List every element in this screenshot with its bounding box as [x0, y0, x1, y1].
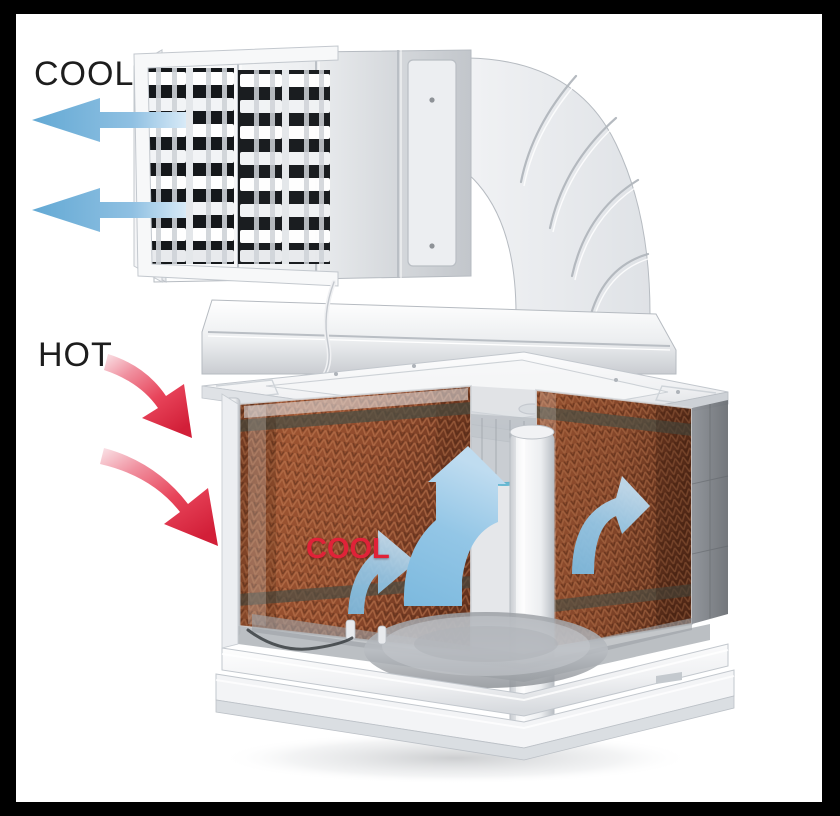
louvred-air-outlet-grille — [133, 45, 339, 287]
cool-outlet-arrow-bottom — [32, 188, 186, 232]
sump-standpipe — [377, 625, 387, 645]
internal-cool-arrow-right — [572, 476, 650, 574]
grille-slats-secondary — [238, 70, 330, 264]
internal-cool-arrow-left — [348, 530, 416, 614]
internal-wiring — [246, 628, 354, 651]
diagram-canvas: COOL HOT COOL — [16, 14, 822, 802]
hot-inlet-arrow-bottom — [100, 448, 218, 546]
hot-inlet-label: HOT — [38, 336, 113, 374]
water-sump-base-tray — [215, 612, 735, 761]
base-vent-notch — [656, 672, 682, 684]
cool-internal-label: COOL — [306, 533, 390, 565]
grille-slats — [142, 68, 234, 264]
sump-standpipe — [345, 619, 356, 641]
internal-cool-arrow-up-center — [403, 446, 506, 606]
hot-inlet-arrow-top — [104, 354, 192, 438]
cooling-pad-panel-right — [535, 388, 693, 652]
cool-outlet-label: COOL — [34, 55, 135, 93]
air-cooler-illustration — [32, 45, 735, 784]
cool-outlet-arrow-top — [32, 98, 186, 142]
duct-screw — [429, 243, 435, 249]
duct-screw — [429, 97, 435, 103]
